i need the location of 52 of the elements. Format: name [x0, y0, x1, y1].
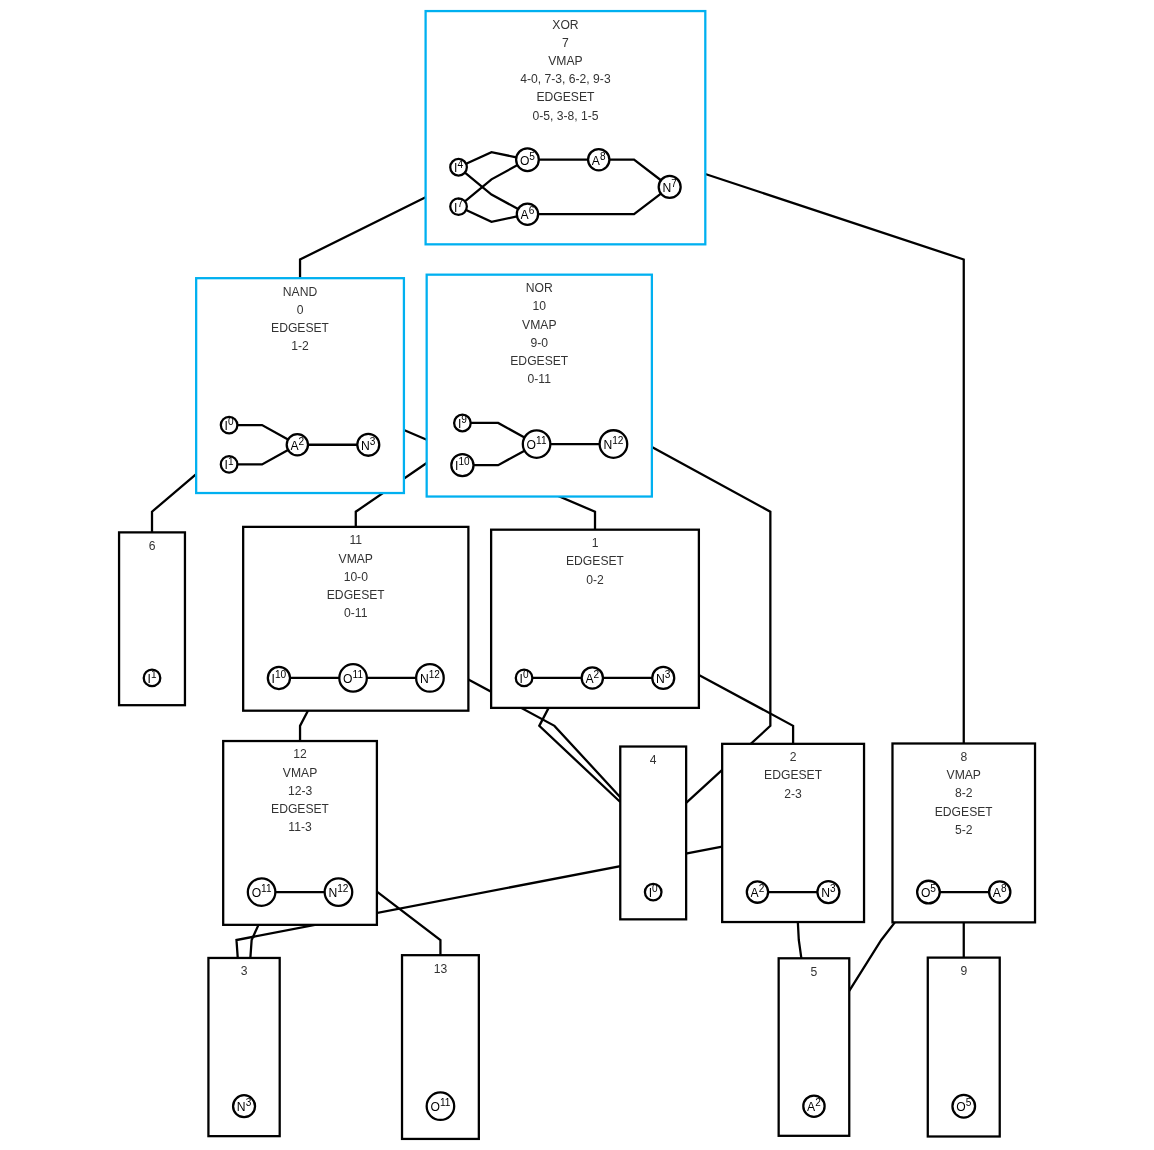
connector — [289, 676, 340, 680]
node-circle: O$^{5}$ — [951, 1093, 977, 1119]
node-circle: N$^{12}$ — [323, 877, 354, 908]
connector — [465, 209, 518, 223]
node-circle: N$^{7}$ — [657, 174, 682, 200]
connector — [962, 922, 965, 958]
node-circle: N$^{3}$ — [231, 1094, 257, 1119]
node-circle: A$^{2}$ — [580, 666, 605, 690]
node-circle: N$^{12}$ — [414, 663, 445, 693]
connector — [150, 473, 197, 533]
connector — [307, 443, 358, 446]
node-circle: O$^{11}$ — [521, 429, 552, 459]
node-circle: A$^{2}$ — [745, 880, 770, 904]
connector — [538, 158, 589, 161]
connector — [550, 442, 600, 446]
connector — [532, 676, 582, 680]
connector — [366, 676, 417, 680]
node-circle: O$^{11}$ — [338, 663, 368, 693]
connector — [470, 421, 525, 439]
node-circle: A$^{2}$ — [802, 1094, 826, 1118]
connector — [537, 707, 621, 803]
node-circle: N$^{3}$ — [356, 432, 381, 457]
connector — [538, 192, 662, 216]
node-circle: O$^{5}$ — [514, 147, 540, 173]
connector — [609, 158, 662, 182]
connector — [464, 171, 519, 211]
connector — [465, 150, 517, 165]
connector — [298, 710, 309, 742]
node-circle: N$^{3}$ — [651, 665, 676, 691]
node-circle: I$^{1}$ — [219, 455, 239, 474]
node-circle: I$^{10}$ — [450, 452, 475, 478]
connector — [698, 673, 795, 744]
connector — [939, 890, 990, 894]
connector — [768, 890, 818, 894]
connector — [376, 890, 442, 956]
node-circle: N$^{12}$ — [598, 429, 629, 459]
connector — [473, 449, 525, 467]
connector — [464, 164, 518, 203]
connector — [275, 890, 325, 894]
connector — [237, 423, 289, 441]
node-circle: A$^{8}$ — [987, 880, 1012, 904]
node-circle: O$^{11}$ — [246, 877, 277, 907]
node-circle: A$^{2}$ — [285, 432, 310, 457]
node-circle: N$^{3}$ — [816, 879, 841, 905]
node-circle: O$^{11}$ — [425, 1091, 456, 1122]
node-circle: O$^{5}$ — [915, 879, 941, 905]
node-circle: I$^{4}$ — [449, 157, 468, 177]
node-circle: I$^{10}$ — [266, 665, 292, 691]
node-circle: A$^{6}$ — [515, 202, 540, 226]
connector — [237, 448, 289, 466]
node-circle: A$^{8}$ — [586, 147, 611, 172]
connector — [602, 676, 653, 680]
